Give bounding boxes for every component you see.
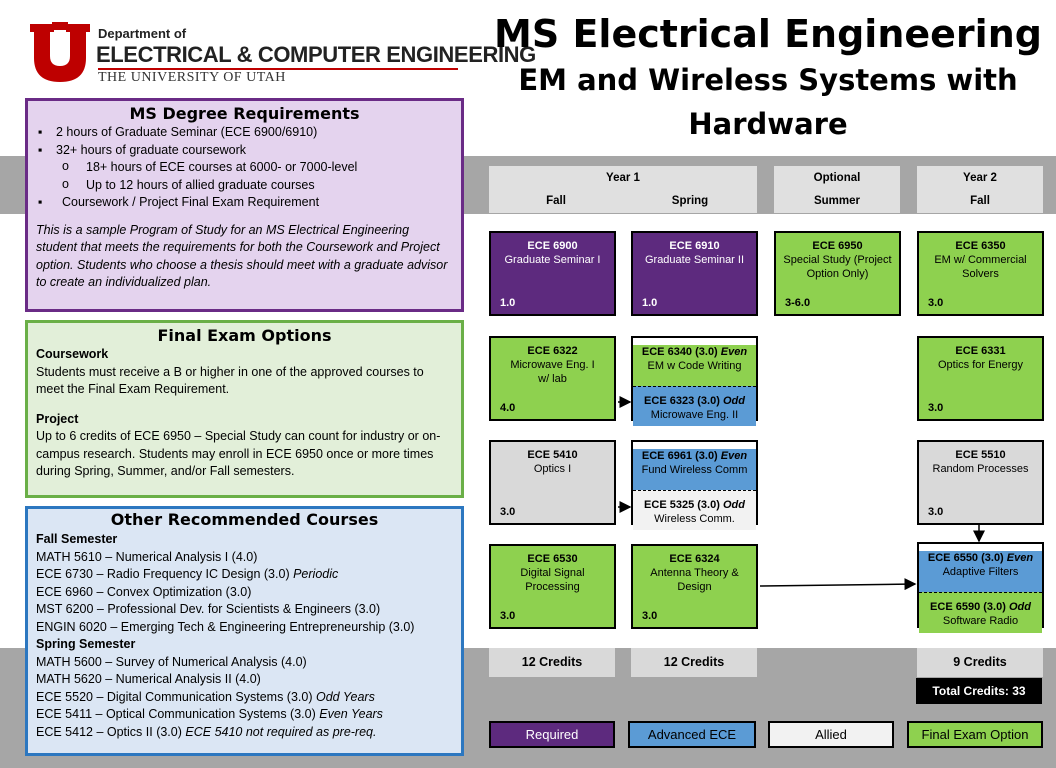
- logo-university-text: THE UNIVERSITY OF UTAH: [98, 70, 286, 85]
- legend-allied: Allied: [768, 721, 894, 748]
- requirement-item: Coursework / Project Final Exam Requirem…: [36, 194, 453, 212]
- summer-label: Summer: [813, 195, 861, 207]
- project-text: Up to 6 credits of ECE 6950 – Special St…: [36, 429, 441, 478]
- logo-divider: [98, 68, 458, 70]
- summer-header: Optional Summer: [774, 166, 900, 213]
- year2-label: Year 2: [963, 172, 997, 184]
- course-ece-6961: ECE 6961 (3.0) Even Fund Wireless Comm: [633, 449, 756, 490]
- course-ece-5510: ECE 5510 Random Processes 3.0: [917, 440, 1044, 525]
- fall-semester-heading: Fall Semester: [36, 532, 118, 546]
- course-ece-6950: ECE 6950 Special Study (Project Option O…: [774, 231, 901, 316]
- year1-label: Year 1: [606, 172, 640, 184]
- other-course-item: ECE 6730 – Radio Frequency IC Design (3.…: [36, 567, 339, 581]
- spring-semester-heading: Spring Semester: [36, 637, 136, 651]
- arrow-6324-to-6550: [759, 578, 917, 591]
- coursework-text: Students must receive a B or higher in o…: [36, 364, 424, 397]
- legend-advanced-ece: Advanced ECE: [628, 721, 756, 748]
- credits-fall-year1: 12 Credits: [489, 648, 615, 677]
- course-pair-6961-5325: ECE 6961 (3.0) Even Fund Wireless Comm E…: [631, 440, 758, 530]
- course-ece-6530: ECE 6530 Digital Signal Processing 3.0: [489, 544, 616, 629]
- course-ece-6350: ECE 6350 EM w/ Commercial Solvers 3.0: [917, 231, 1044, 316]
- other-course-item: ECE 5411 – Optical Communication Systems…: [36, 707, 383, 721]
- total-credits: Total Credits: 33: [916, 678, 1042, 704]
- fall2-label: Fall: [970, 195, 990, 207]
- course-pair-6550-6590: ECE 6550 (3.0) Even Adaptive Filters ECE…: [917, 542, 1044, 633]
- course-ece-6910: ECE 6910 Graduate Seminar II 1.0: [631, 231, 758, 316]
- requirements-note: This is a sample Program of Study for an…: [36, 222, 448, 290]
- year2-header: Year 2 Fall: [917, 166, 1043, 213]
- credits-fall-year2: 9 Credits: [917, 648, 1043, 677]
- other-course-item: ENGIN 6020 – Emerging Tech & Engineering…: [36, 619, 415, 634]
- other-course-item: MATH 5620 – Numerical Analysis II (4.0): [36, 672, 261, 686]
- optional-label: Optional: [813, 172, 861, 184]
- other-course-item: MATH 5610 – Numerical Analysis I (4.0): [36, 549, 258, 564]
- final-exam-box: Final Exam Options Coursework Students m…: [25, 320, 464, 498]
- course-ece-6322: ECE 6322 Microwave Eng. I w/ lab 4.0: [489, 336, 616, 421]
- requirement-subitem: Up to 12 hours of allied graduate course…: [36, 176, 453, 195]
- legend-required: Required: [489, 721, 615, 748]
- requirements-list: 2 hours of Graduate Seminar (ECE 6900/69…: [36, 124, 453, 212]
- other-courses-box: Other Recommended Courses Fall Semester …: [25, 506, 464, 756]
- degree-requirements-box: MS Degree Requirements 2 hours of Gradua…: [25, 98, 464, 312]
- other-course-item: MST 6200 – Professional Dev. for Scienti…: [36, 602, 381, 616]
- logo-dept-text: Department of: [98, 26, 187, 41]
- course-ece-6331: ECE 6331 Optics for Energy 3.0: [917, 336, 1044, 421]
- other-course-item: ECE 5412 – Optics II (3.0) ECE 5410 not …: [36, 724, 377, 739]
- title-sub: EM and Wireless Systems with Hardware: [518, 63, 1018, 141]
- course-ece-6324: ECE 6324 Antenna Theory & Design 3.0: [631, 544, 758, 629]
- legend-final-exam-option: Final Exam Option: [907, 721, 1043, 748]
- credits-spring-year1: 12 Credits: [631, 648, 757, 677]
- course-ece-5410: ECE 5410 Optics I 3.0: [489, 440, 616, 525]
- course-ece-5325: ECE 5325 (3.0) Odd Wireless Comm.: [633, 489, 756, 530]
- other-course-item: MATH 5600 – Survey of Numerical Analysis…: [36, 654, 307, 669]
- course-ece-6550: ECE 6550 (3.0) Even Adaptive Filters: [919, 551, 1042, 592]
- course-ece-6340: ECE 6340 (3.0) Even EM w Code Writing: [633, 345, 756, 386]
- course-ece-6323: ECE 6323 (3.0) Odd Microwave Eng. II: [633, 385, 756, 426]
- other-courses-heading: Other Recommended Courses: [110, 510, 379, 529]
- utah-u-logo-icon: [30, 22, 90, 82]
- logo-ece-text: ELECTRICAL & COMPUTER ENGINEERING: [96, 42, 536, 67]
- requirement-subitem: 18+ hours of ECE courses at 6000- or 700…: [36, 158, 453, 177]
- coursework-heading: Coursework: [36, 347, 109, 361]
- other-course-item: ECE 6960 – Convex Optimization (3.0): [36, 584, 252, 599]
- course-ece-6900: ECE 6900 Graduate Seminar I 1.0: [489, 231, 616, 316]
- course-ece-6590: ECE 6590 (3.0) Odd Software Radio: [919, 592, 1042, 633]
- department-logo: Department of ELECTRICAL & COMPUTER ENGI…: [28, 22, 536, 88]
- spring-label: Spring: [671, 195, 709, 207]
- requirement-item: 32+ hours of graduate coursework: [36, 142, 453, 160]
- other-course-item: ECE 5520 – Digital Communication Systems…: [36, 689, 375, 704]
- page-title: MS Electrical Engineering EM and Wireles…: [490, 10, 1046, 146]
- title-main: MS Electrical Engineering: [494, 12, 1042, 56]
- project-heading: Project: [36, 411, 79, 426]
- final-exam-heading: Final Exam Options: [157, 326, 332, 345]
- course-pair-6340-6323: ECE 6340 (3.0) Even EM w Code Writing EC…: [631, 336, 758, 426]
- requirement-item: 2 hours of Graduate Seminar (ECE 6900/69…: [36, 124, 453, 142]
- year1-header: Year 1 Fall Spring: [489, 166, 757, 213]
- requirements-heading: MS Degree Requirements: [129, 104, 360, 123]
- fall-label: Fall: [546, 195, 566, 207]
